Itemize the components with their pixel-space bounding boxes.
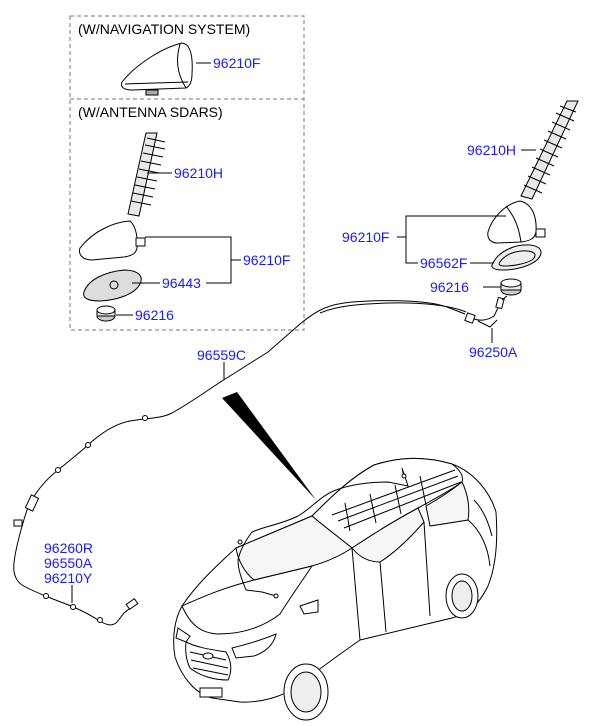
- front-cable-label-2: 96550A: [44, 555, 93, 571]
- sdars-nut: [96, 305, 116, 322]
- navigation-box-title: (W/NAVIGATION SYSTEM): [78, 21, 250, 37]
- variant-box-outline: [69, 15, 305, 331]
- right-pad: [491, 244, 542, 271]
- main-cable: [13, 300, 467, 626]
- pad-right-label: 96562F: [420, 255, 467, 271]
- feeder-connector: [464, 295, 508, 328]
- feeder-connector-label: 96250A: [469, 344, 518, 360]
- front-cable-label-1: 96260R: [44, 540, 93, 556]
- nut-right-label: 96216: [430, 279, 469, 295]
- right-antenna-rod: [520, 100, 579, 200]
- sdars-antenna-base: [79, 220, 146, 261]
- front-cable-label-3: 96210Y: [44, 570, 93, 586]
- right-antenna-assembly: [487, 200, 546, 244]
- assembly-right-label: 96210F: [342, 229, 389, 245]
- callout-wedge: [222, 392, 316, 500]
- sdars-box-title: (W/ANTENNA SDARS): [78, 104, 223, 120]
- main-cable-label: 96559C: [197, 347, 246, 363]
- sdars-pad-label: 96443: [162, 275, 201, 291]
- navigation-shark-fin-antenna: [121, 42, 193, 96]
- sdars-assembly-label: 96210F: [243, 252, 290, 268]
- suv-vehicle: [173, 457, 498, 721]
- bracket-right-assembly: [405, 215, 506, 264]
- nav-part-number: 96210F: [213, 55, 260, 71]
- sdars-pad: [83, 269, 142, 302]
- sdars-nut-label: 96216: [135, 307, 174, 323]
- sdars-rod-label: 96210H: [174, 165, 223, 181]
- sdars-antenna-rod: [127, 132, 166, 217]
- rod-right-label: 96210H: [467, 142, 516, 158]
- right-nut: [500, 278, 522, 296]
